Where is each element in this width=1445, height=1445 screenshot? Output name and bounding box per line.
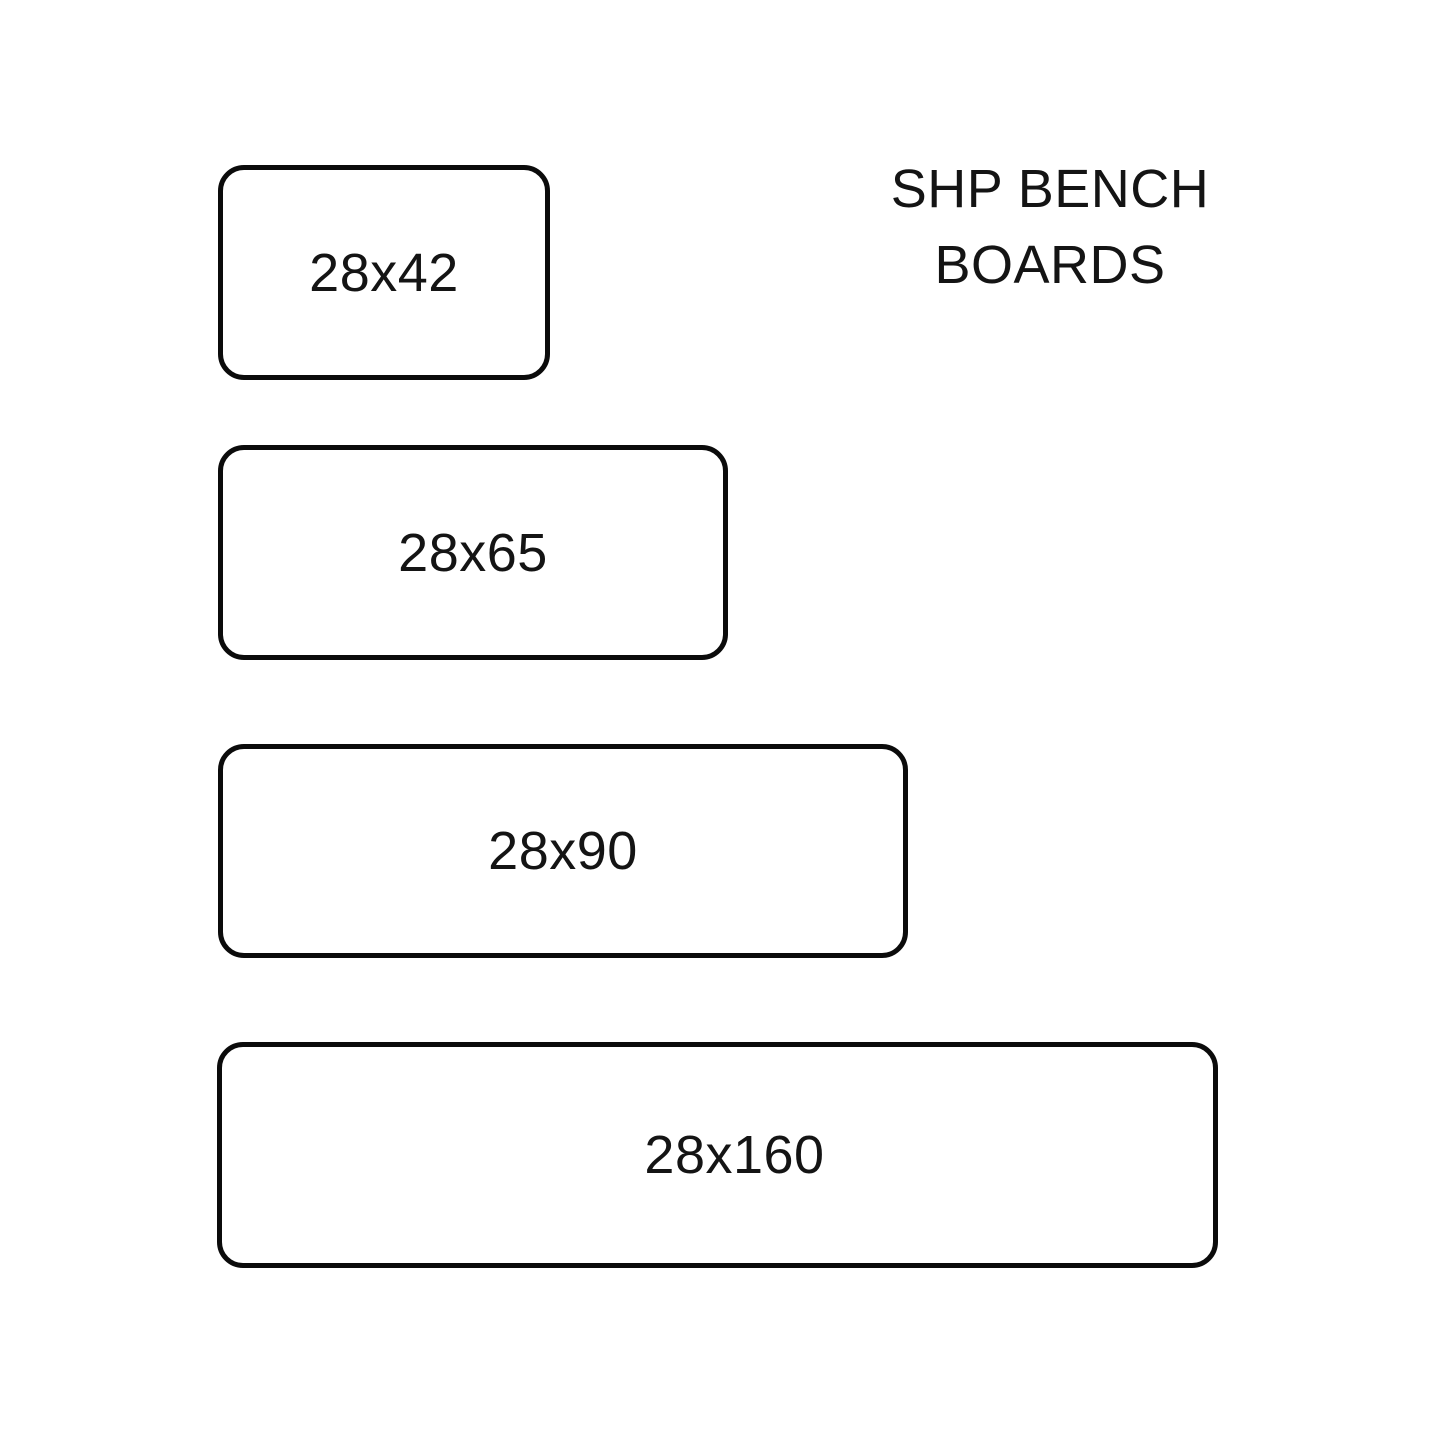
board-size-label: 28x42 bbox=[309, 242, 459, 303]
board-28x65: 28x65 bbox=[218, 445, 728, 660]
diagram-title-line-2: BOARDS bbox=[934, 235, 1166, 295]
diagram-title: SHP BENCH BOARDS bbox=[850, 151, 1250, 303]
board-size-label: 28x160 bbox=[644, 1125, 825, 1185]
board-28x42: 28x42 bbox=[218, 165, 550, 380]
board-size-label: 28x65 bbox=[398, 522, 548, 583]
board-28x90: 28x90 bbox=[218, 744, 908, 958]
board-size-label: 28x90 bbox=[488, 821, 638, 881]
board-28x160: 28x160 bbox=[217, 1042, 1218, 1268]
diagram-title-line-1: SHP BENCH bbox=[890, 159, 1210, 219]
